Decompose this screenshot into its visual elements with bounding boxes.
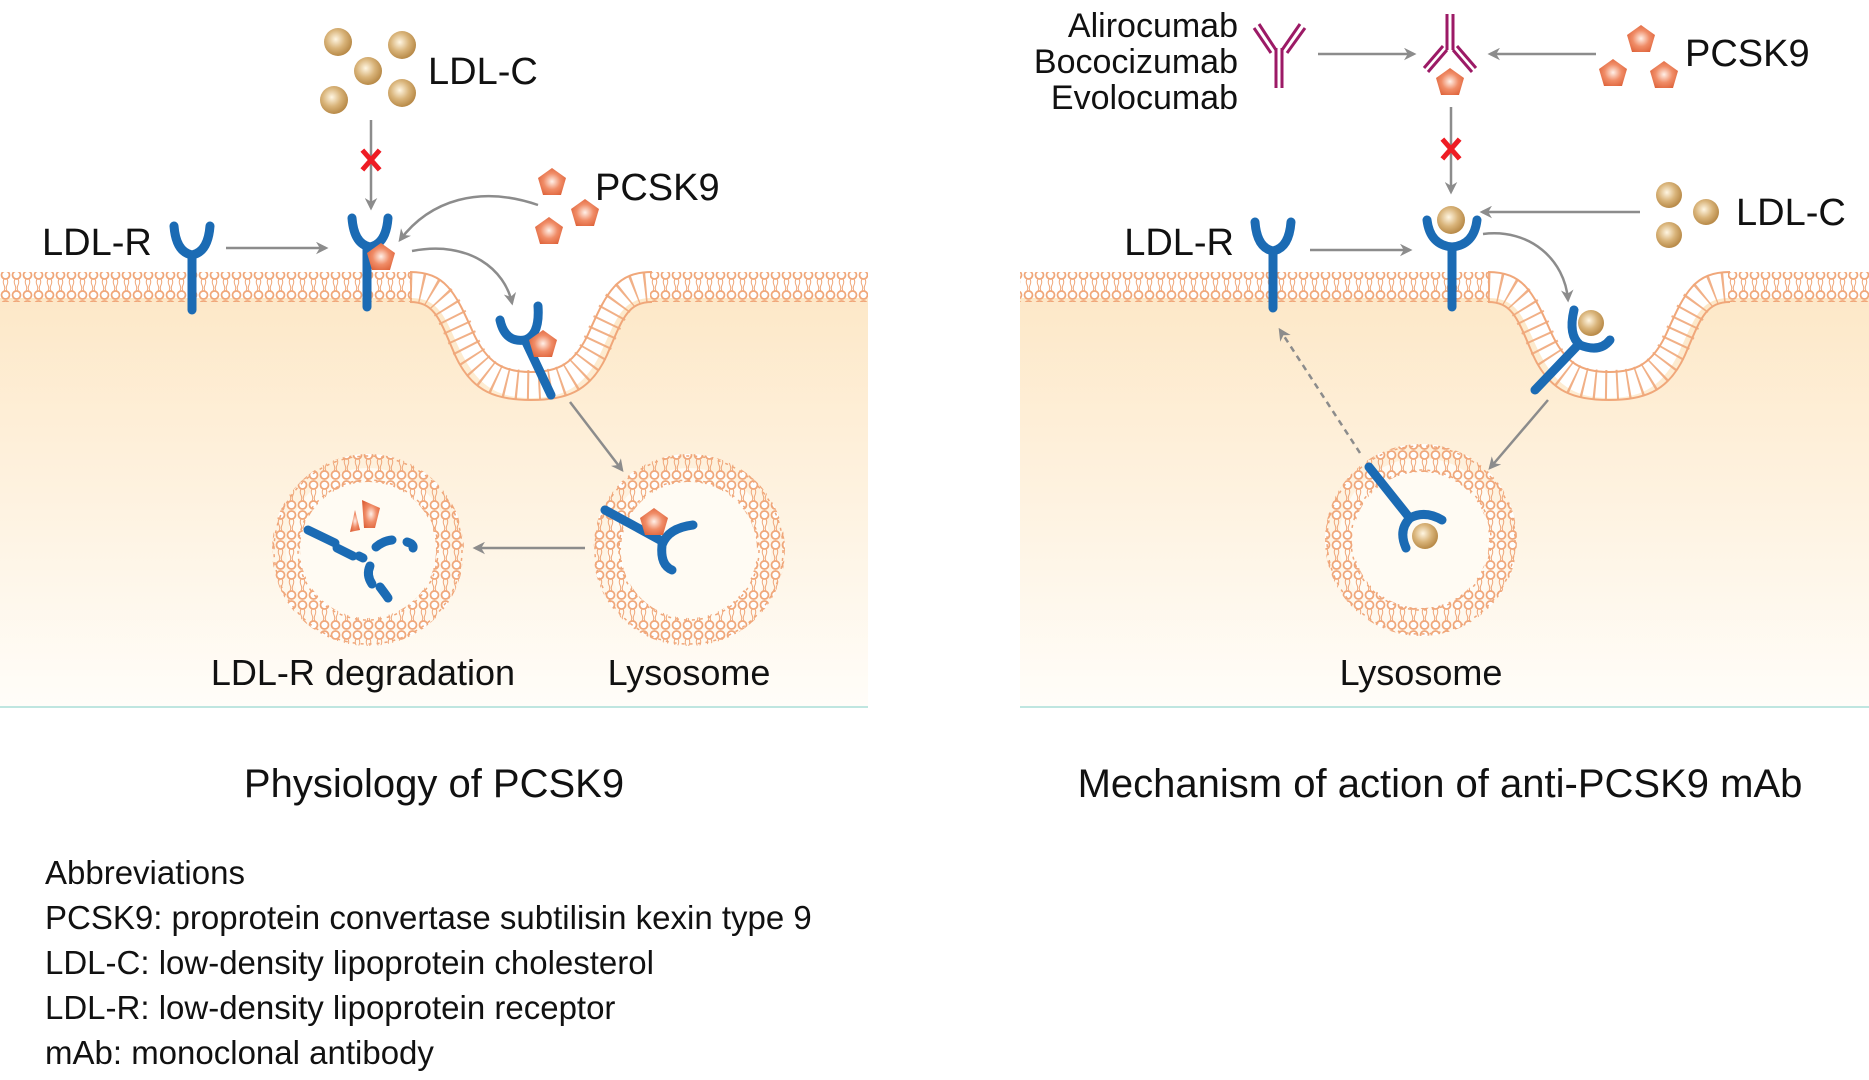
lysosome-degradation xyxy=(272,454,464,646)
label-pcsk9: PCSK9 xyxy=(595,167,720,209)
ldl-c-particle xyxy=(1656,222,1682,248)
ldl-c-particle xyxy=(388,79,416,107)
label-lysosome-left: Lysosome xyxy=(608,652,771,693)
right-panel: Alirocumab Bococizumab Evolocumab PCSK9 xyxy=(1020,7,1869,806)
pcsk9-pentagon xyxy=(1599,59,1627,86)
drug-name: Bococizumab xyxy=(1034,43,1238,81)
right-pit-membrane xyxy=(1487,272,1731,401)
abbreviation-item: LDL-R: low-density lipoprotein receptor xyxy=(45,989,616,1026)
abbreviation-item: LDL-C: low-density lipoprotein cholester… xyxy=(45,944,654,981)
ldl-c-particle xyxy=(324,28,352,56)
left-pit-membrane-inner xyxy=(409,301,653,402)
label-ldl-c-right: LDL-C xyxy=(1736,192,1846,234)
ldl-c-particle xyxy=(320,86,348,114)
pcsk9-cluster-right xyxy=(1599,25,1678,88)
internalized-receptor-right xyxy=(1530,305,1615,395)
abbreviations-heading: Abbreviations xyxy=(45,854,245,891)
ldl-c-particle xyxy=(388,31,416,59)
ldl-c-particle xyxy=(1437,206,1465,234)
arrow-to-lysosome xyxy=(569,401,624,472)
arrow-to-endocytosis-right xyxy=(1482,232,1574,303)
ldl-c-particle xyxy=(1656,182,1682,208)
block-x-icon xyxy=(1440,137,1462,161)
ldl-receptor xyxy=(169,221,215,315)
ldl-c-particle xyxy=(1693,199,1719,225)
antibody-pcsk9-complex xyxy=(1422,14,1478,95)
ldl-c-cluster xyxy=(320,28,416,114)
pcsk9-pentagon xyxy=(571,199,599,226)
arrow-to-lysosome-right xyxy=(1488,399,1549,470)
pcsk9-pentagon xyxy=(535,217,563,244)
right-panel-title: Mechanism of action of anti-PCSK9 mAb xyxy=(1078,762,1803,806)
pcsk9-pentagon xyxy=(538,168,566,195)
degraded-receptor-fragments xyxy=(303,525,418,603)
left-panel: LDL-C PCSK9 LDL-R xyxy=(0,28,868,806)
internalized-receptor xyxy=(495,301,557,400)
left-membrane-b xyxy=(650,272,868,302)
antibody-icon xyxy=(1252,23,1307,88)
label-ldl-r-right: LDL-R xyxy=(1124,222,1234,264)
abbreviation-item: PCSK9: proprotein convertase subtilisin … xyxy=(45,899,812,936)
degraded-pcsk9-fragments xyxy=(350,500,380,532)
block-x-icon xyxy=(360,148,382,172)
arrow-pcsk9-to-receptor xyxy=(398,194,539,242)
right-membrane-a xyxy=(1020,272,1490,302)
ldl-c-particle xyxy=(354,57,382,85)
ldl-receptor-bound-pcsk9 xyxy=(347,213,395,312)
right-membrane-b xyxy=(1728,272,1869,302)
left-panel-title: Physiology of PCSK9 xyxy=(244,762,624,806)
pcsk9-cluster xyxy=(535,168,599,244)
left-membrane-a xyxy=(0,272,412,302)
right-pit-membrane-outer xyxy=(1487,271,1731,374)
left-pit-membrane-outer xyxy=(409,271,653,374)
pcsk9-pentagon xyxy=(529,330,557,357)
label-ldl-r: LDL-R xyxy=(42,222,152,264)
abbreviations-block: Abbreviations PCSK9: proprotein converta… xyxy=(45,850,812,1075)
drug-name: Evolocumab xyxy=(1051,79,1238,117)
ldl-receptor xyxy=(1250,217,1296,313)
arrow-to-endocytosis xyxy=(411,247,517,306)
pcsk9-pentagon xyxy=(1436,68,1464,95)
ldl-c-particle xyxy=(1412,523,1438,549)
recycling-arrow xyxy=(1278,327,1362,454)
ldl-c-cluster-right xyxy=(1656,182,1719,248)
right-pit-membrane-inner xyxy=(1487,301,1731,402)
lysosome-left-panel xyxy=(593,454,785,646)
label-ldl-c: LDL-C xyxy=(428,51,538,93)
label-ldl-r-degradation: LDL-R degradation xyxy=(211,652,515,693)
pcsk9-pentagon xyxy=(1650,61,1678,88)
lysosome-right-panel xyxy=(1325,444,1517,636)
label-lysosome-right: Lysosome xyxy=(1340,652,1503,693)
drug-name: Alirocumab xyxy=(1068,7,1238,45)
label-pcsk9-right: PCSK9 xyxy=(1685,33,1810,75)
left-pit-membrane xyxy=(409,272,653,401)
abbreviation-item: mAb: monoclonal antibody xyxy=(45,1034,434,1071)
pcsk9-pentagon xyxy=(640,508,668,535)
ldl-c-particle xyxy=(1578,310,1604,336)
pcsk9-pentagon xyxy=(1627,25,1655,52)
ldl-receptor-bound-ldl-c xyxy=(1422,206,1482,312)
pcsk9-pentagon xyxy=(367,243,395,270)
